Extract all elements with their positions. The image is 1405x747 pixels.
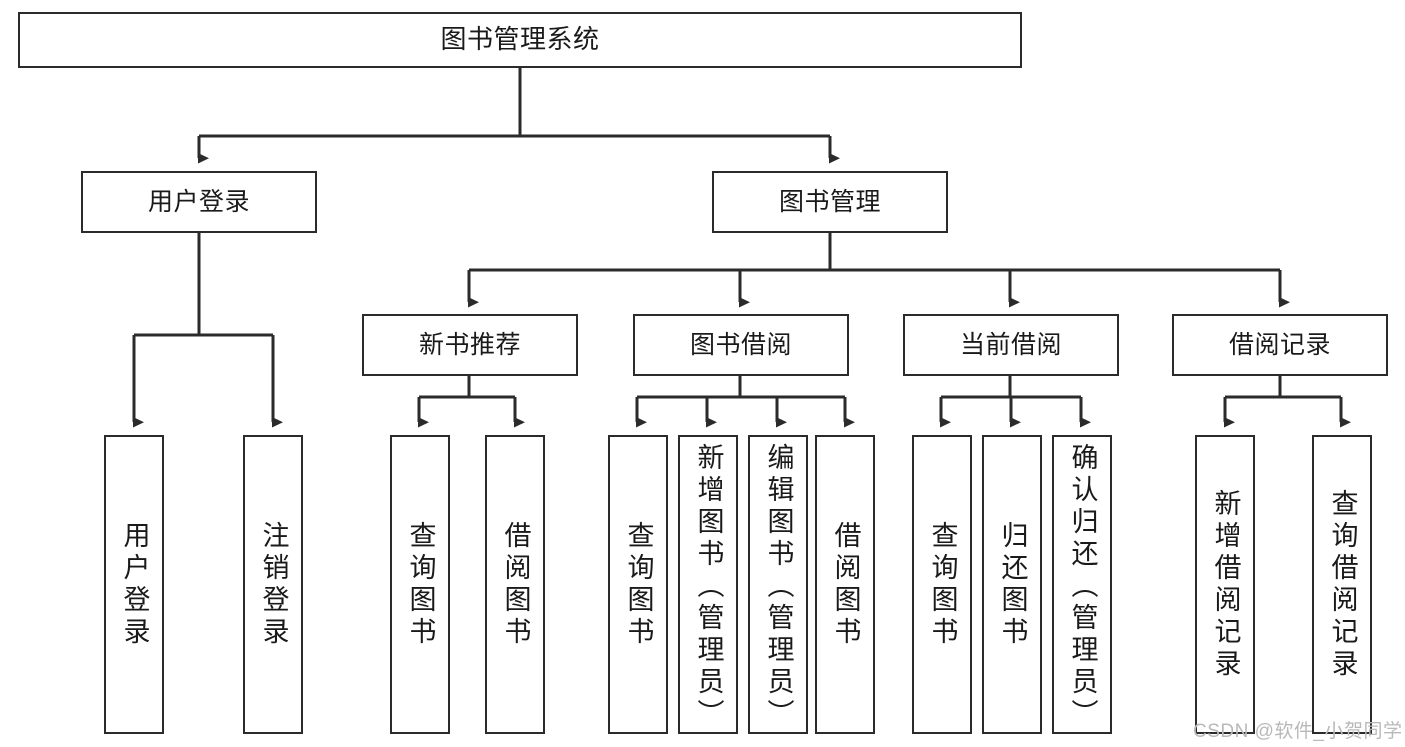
node-new-book-rec[interactable]: 新书推荐 bbox=[362, 314, 578, 376]
leaf-confirm-return-label: 确认归还（管理员） bbox=[1067, 443, 1098, 731]
leaf-edit-book[interactable]: 编辑图书（管理员） bbox=[748, 435, 808, 734]
leaf-logout[interactable]: 注销登录 bbox=[243, 435, 303, 734]
leaf-edit-book-label: 编辑图书（管理员） bbox=[763, 443, 794, 731]
node-new-book-rec-label: 新书推荐 bbox=[418, 330, 521, 359]
leaf-add-book[interactable]: 新增图书（管理员） bbox=[678, 435, 738, 734]
node-book-manage-label: 图书管理 bbox=[778, 187, 881, 216]
leaf-query-book-2[interactable]: 查询图书 bbox=[608, 435, 668, 734]
node-borrow-record[interactable]: 借阅记录 bbox=[1172, 314, 1388, 376]
leaf-borrow-book-1[interactable]: 借阅图书 bbox=[485, 435, 545, 734]
leaf-borrow-book-2[interactable]: 借阅图书 bbox=[815, 435, 875, 734]
leaf-return-book[interactable]: 归还图书 bbox=[982, 435, 1042, 734]
leaf-borrow-book-2-label: 借阅图书 bbox=[830, 520, 861, 649]
node-book-borrow[interactable]: 图书借阅 bbox=[633, 314, 849, 376]
leaf-logout-label: 注销登录 bbox=[258, 520, 289, 649]
node-root-label: 图书管理系统 bbox=[440, 24, 600, 55]
leaf-user-login-label: 用户登录 bbox=[119, 520, 150, 649]
node-book-borrow-label: 图书借阅 bbox=[689, 330, 792, 359]
node-current-borrow-label: 当前借阅 bbox=[959, 330, 1062, 359]
leaf-query-book-1[interactable]: 查询图书 bbox=[390, 435, 450, 734]
leaf-return-book-label: 归还图书 bbox=[997, 520, 1028, 649]
leaf-query-book-3-label: 查询图书 bbox=[927, 520, 958, 649]
csdn-watermark: CSDN @软件_小贺同学 bbox=[1193, 721, 1403, 742]
node-user-login-label: 用户登录 bbox=[147, 187, 250, 216]
node-current-borrow[interactable]: 当前借阅 bbox=[903, 314, 1119, 376]
leaf-query-book-3[interactable]: 查询图书 bbox=[912, 435, 972, 734]
node-user-login[interactable]: 用户登录 bbox=[81, 171, 317, 233]
leaf-query-record[interactable]: 查询借阅记录 bbox=[1312, 435, 1372, 734]
leaf-add-record[interactable]: 新增借阅记录 bbox=[1195, 435, 1255, 734]
leaf-query-record-label: 查询借阅记录 bbox=[1327, 488, 1358, 681]
node-book-manage[interactable]: 图书管理 bbox=[712, 171, 948, 233]
leaf-add-book-label: 新增图书（管理员） bbox=[693, 443, 724, 731]
node-borrow-record-label: 借阅记录 bbox=[1228, 330, 1331, 359]
leaf-query-book-2-label: 查询图书 bbox=[623, 520, 654, 649]
leaf-user-login[interactable]: 用户登录 bbox=[104, 435, 164, 734]
leaf-add-record-label: 新增借阅记录 bbox=[1210, 488, 1241, 681]
leaf-borrow-book-1-label: 借阅图书 bbox=[500, 520, 531, 649]
leaf-query-book-1-label: 查询图书 bbox=[405, 520, 436, 649]
leaf-confirm-return[interactable]: 确认归还（管理员） bbox=[1052, 435, 1112, 734]
node-root[interactable]: 图书管理系统 bbox=[18, 12, 1022, 68]
